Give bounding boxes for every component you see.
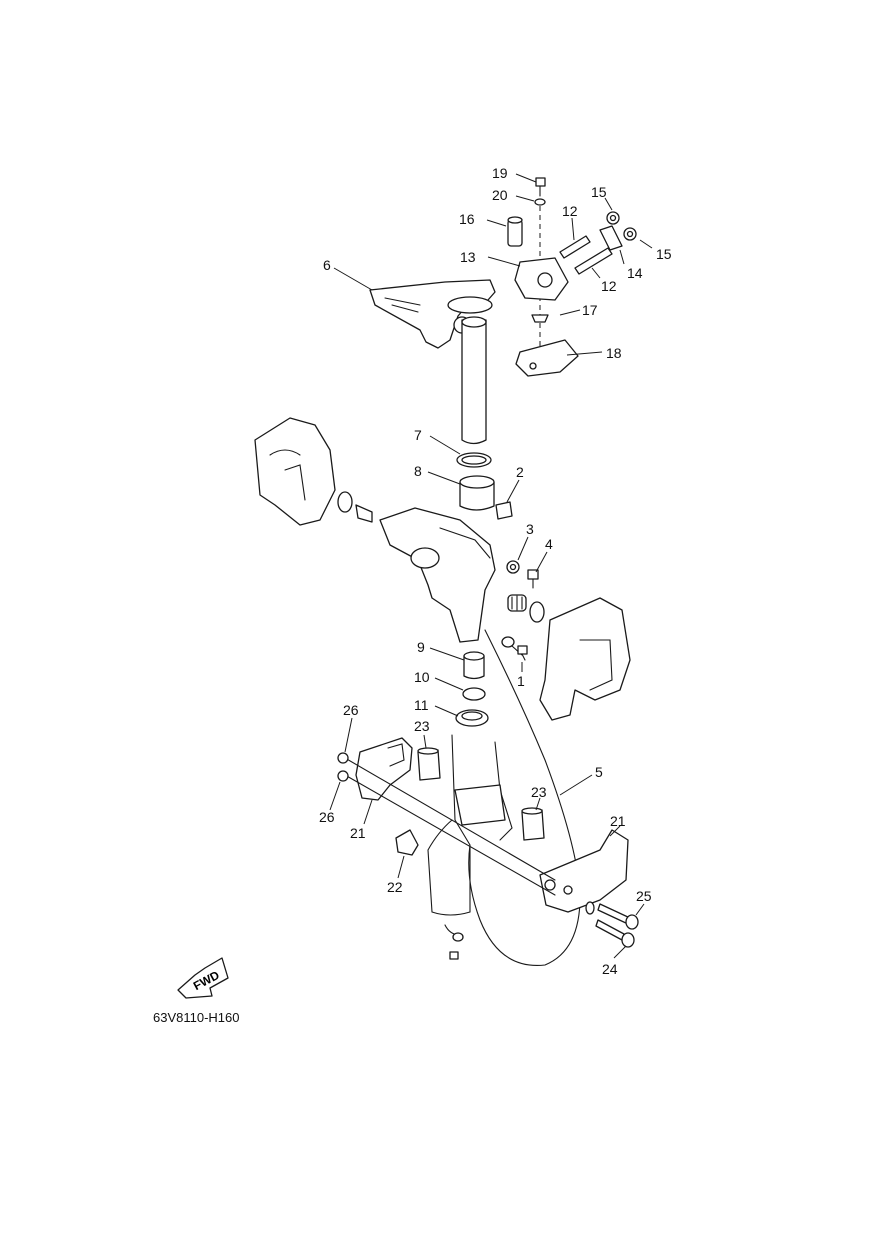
plate-18 — [515, 339, 579, 377]
cover-22 — [395, 829, 419, 856]
bushing-8 — [459, 475, 495, 511]
label-part-15-b: 15 — [656, 246, 672, 262]
label-part-9: 9 — [417, 639, 425, 655]
clamp-bracket-left — [254, 417, 336, 526]
mount-axis-upper — [344, 757, 556, 881]
washer-26-b — [337, 770, 349, 782]
rubber-mount-23-left — [417, 747, 441, 781]
bolt-4 — [527, 569, 539, 589]
screw-17 — [531, 314, 549, 323]
steering-shaft — [461, 316, 487, 445]
label-part-13: 13 — [460, 249, 476, 265]
washer-left — [337, 491, 353, 513]
label-part-18: 18 — [606, 345, 622, 361]
clamp-bracket-right — [539, 597, 631, 721]
label-part-21-left: 21 — [350, 825, 366, 841]
label-part-12-lower: 12 — [601, 278, 617, 294]
bolt-left — [355, 504, 373, 523]
washer-right — [529, 601, 545, 623]
o-ring-7-inner — [461, 455, 487, 465]
label-part-7: 7 — [414, 427, 422, 443]
label-part-1: 1 — [517, 673, 525, 689]
lead-wire-5 — [468, 629, 581, 966]
leader-lines — [329, 173, 653, 959]
washer-20 — [534, 198, 546, 206]
label-part-23-left: 23 — [414, 718, 430, 734]
label-part-8: 8 — [414, 463, 422, 479]
label-part-17: 17 — [582, 302, 598, 318]
drive-shaft-housing — [427, 734, 513, 916]
o-ring-10 — [462, 687, 486, 701]
friction-plate-13 — [514, 257, 569, 301]
label-part-23-right: 23 — [531, 784, 547, 800]
diagram-code: 63V8110-H160 — [153, 1010, 240, 1025]
plate-2 — [495, 501, 513, 520]
ground-bolt-lower — [444, 924, 464, 960]
label-part-26-lower: 26 — [319, 809, 335, 825]
bolt-19 — [535, 177, 546, 197]
label-part-25: 25 — [636, 888, 652, 904]
label-part-2: 2 — [516, 464, 524, 480]
label-part-21-right: 21 — [610, 813, 626, 829]
stud-12-upper — [559, 235, 591, 259]
washer-26-a — [337, 752, 349, 764]
bolt-25 — [597, 903, 639, 930]
swivel-bracket — [379, 507, 496, 643]
spring-bushing — [507, 594, 527, 612]
seal-11 — [455, 709, 489, 727]
bolt-1 — [517, 645, 528, 661]
mount-axis-lower — [344, 774, 556, 896]
label-part-20: 20 — [492, 187, 508, 203]
bolt-24 — [595, 919, 635, 948]
grease-nipple-3 — [506, 560, 520, 574]
washer-right-25 — [585, 901, 595, 915]
label-part-11: 11 — [414, 697, 429, 713]
label-part-19: 19 — [492, 165, 508, 181]
stud-12-lower — [574, 247, 613, 275]
label-part-3: 3 — [526, 521, 534, 537]
label-part-6: 6 — [323, 257, 331, 273]
label-part-24: 24 — [602, 961, 618, 977]
fwd-arrow-icon: FWD — [177, 957, 229, 999]
ground-terminal — [501, 636, 523, 656]
label-part-16: 16 — [459, 211, 475, 227]
pin-16 — [507, 216, 523, 247]
rubber-mount-23-right — [521, 807, 545, 841]
label-part-22: 22 — [387, 879, 403, 895]
bushing-9 — [463, 651, 485, 680]
label-part-5: 5 — [595, 764, 603, 780]
plate-14 — [599, 225, 623, 251]
nut-15-b — [623, 227, 637, 241]
label-part-26-upper: 26 — [343, 702, 359, 718]
label-part-15-a: 15 — [591, 184, 607, 200]
label-part-14: 14 — [627, 265, 643, 281]
label-part-12-upper: 12 — [562, 203, 578, 219]
mount-bracket-21-right — [539, 829, 629, 913]
label-part-4: 4 — [545, 536, 553, 552]
label-part-10: 10 — [414, 669, 430, 685]
nut-15-a — [606, 211, 620, 225]
